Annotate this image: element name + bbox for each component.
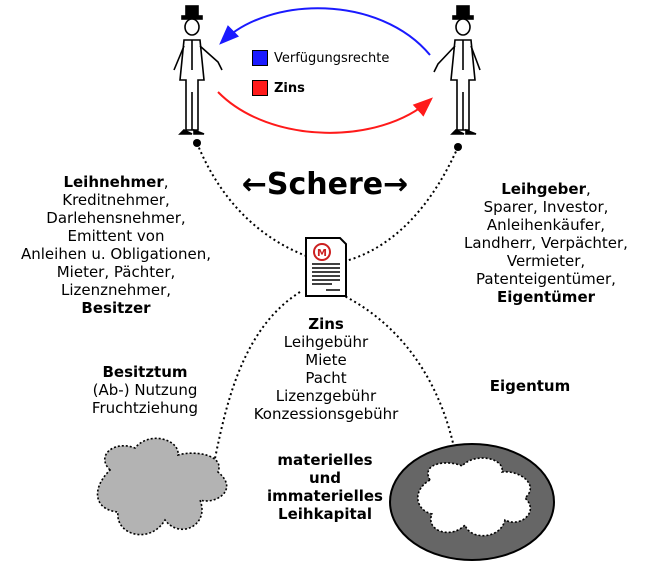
document-letter: M <box>317 248 327 259</box>
capital-line: Leihkapital <box>278 505 372 523</box>
right-upper-dotted-line <box>341 146 459 263</box>
rights-swatch <box>252 50 268 66</box>
interest-fees-block: Zins Leihgebühr Miete Pacht Lizenzgebühr… <box>226 315 426 423</box>
capital-line: materielles <box>277 451 373 469</box>
interest-line: Lizenzgebühr <box>275 387 377 405</box>
right-pivot-dot <box>454 143 462 151</box>
capital-line: und <box>308 469 342 487</box>
possession-title: Besitztum <box>102 363 188 381</box>
possession-line: Fruchtziehung <box>91 399 199 417</box>
possession-capital-blob <box>96 437 228 536</box>
interest-line: Leihgebühr <box>283 333 369 351</box>
borrower-line: Mieter, Pächter, <box>56 263 176 281</box>
possession-block: Besitztum (Ab-) Nutzung Fruchtziehung <box>70 363 220 417</box>
legend-rights-label: Verfügungsrechte <box>274 50 390 66</box>
borrower-footer: Besitzer <box>81 299 151 317</box>
lender-title-line: Leihgeber, <box>446 180 646 198</box>
lender-description: Leihgeber, Sparer, Investor, Anleihenkäu… <box>446 180 646 306</box>
lender-line: Patenteigentümer, <box>476 270 616 288</box>
interest-line: Pacht <box>305 369 347 387</box>
borrower-title: Leihnehmer <box>63 173 164 191</box>
lender-line: Sparer, Investor, <box>483 198 609 216</box>
right-lower-dotted-line <box>331 289 456 453</box>
borrower-title-line: Leihnehmer, <box>3 173 229 191</box>
interest-line: Miete <box>305 351 347 369</box>
lender-line: Landherr, Verpächter, <box>464 234 628 252</box>
legend-rights: Verfügungsrechte <box>252 50 389 66</box>
borrower-line: Emittent von <box>67 227 165 245</box>
borrower-line: Kreditnehmer, <box>62 191 170 209</box>
interest-swatch <box>252 80 268 96</box>
rights-arrow <box>219 7 431 56</box>
borrower-line: Anleihen u. Obligationen, <box>21 245 211 263</box>
lender-title: Leihgeber <box>501 180 586 198</box>
legend-interest: Zins <box>252 80 305 96</box>
left-lower-dotted-line <box>212 291 301 469</box>
capital-block: materielles und immaterielles Leihkapita… <box>250 451 400 523</box>
ownership-capital-ellipse <box>389 443 555 561</box>
borrower-figure-icon <box>173 5 223 135</box>
borrower-title-suffix: , <box>163 173 169 191</box>
interest-line: Konzessionsgebühr <box>253 405 399 423</box>
capital-line: immaterielles <box>267 487 383 505</box>
left-upper-dotted-line <box>196 142 313 259</box>
legend-interest-label: Zins <box>274 80 305 96</box>
lender-line: Vermieter, <box>506 252 586 270</box>
lender-figure-icon <box>433 5 481 135</box>
lender-line: Anleihenkäufer, <box>486 216 606 234</box>
borrower-description: Leihnehmer, Kreditnehmer, Darlehensnehme… <box>3 173 229 317</box>
interest-arrow <box>217 91 433 134</box>
lender-title-suffix: , <box>586 180 591 198</box>
borrower-line: Lizenznehmer, <box>60 281 172 299</box>
contract-document-icon: M <box>305 237 347 297</box>
left-pivot-dot <box>193 139 201 147</box>
interest-title: Zins <box>308 315 344 333</box>
center-title: ←Schere→ <box>241 167 409 202</box>
ownership-title: Eigentum <box>489 377 571 395</box>
lender-footer: Eigentümer <box>496 288 596 306</box>
borrower-line: Darlehensnehmer, <box>46 209 186 227</box>
possession-line: (Ab-) Nutzung <box>92 381 198 399</box>
